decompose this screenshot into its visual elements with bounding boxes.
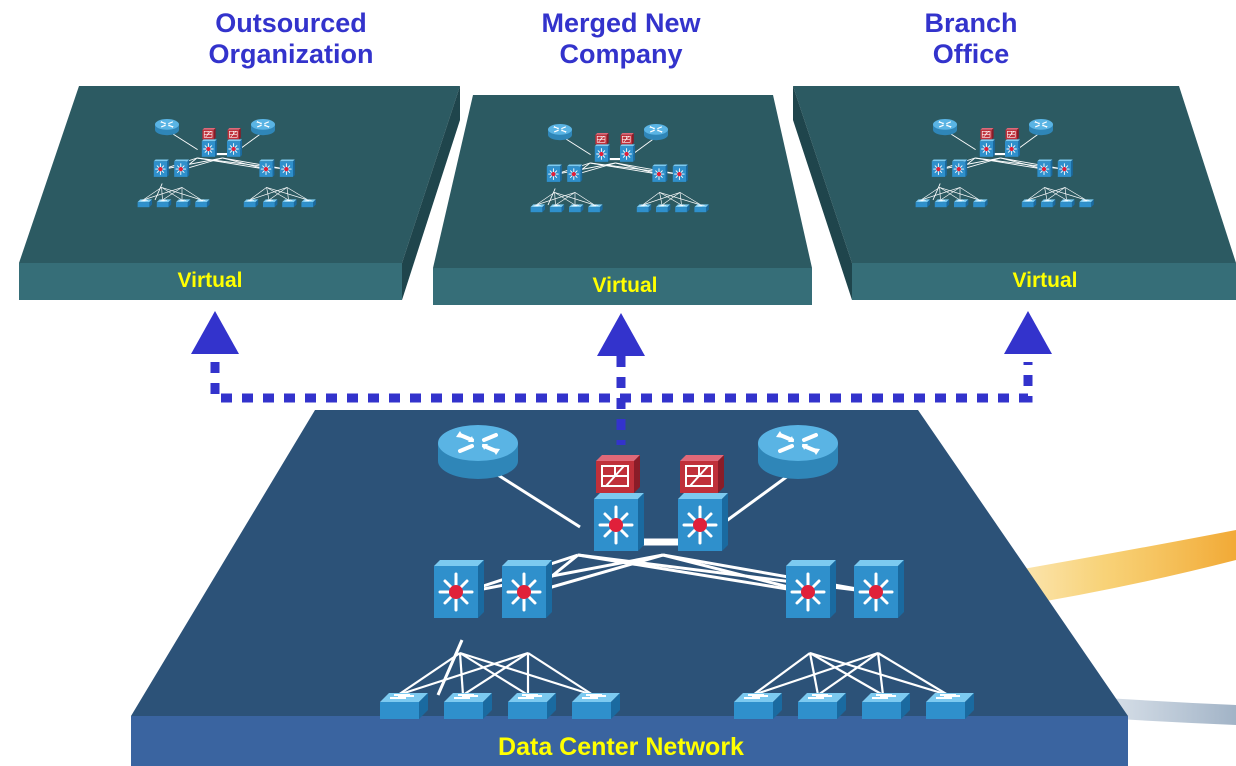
virtual-label: Virtual (178, 269, 243, 292)
up-arrow-icon (1004, 311, 1052, 354)
virtual-label: Virtual (593, 274, 658, 297)
connector-lines (210, 356, 1033, 445)
data-center-label: Data Center Network (498, 733, 744, 761)
virtual-platform-outsourced: Virtual (19, 86, 460, 300)
title-merged: Merged New Company (491, 8, 751, 70)
title-line: Company (559, 39, 683, 69)
title-line: Merged New (541, 8, 701, 38)
up-arrow-icon (597, 313, 645, 356)
virtual-platform-merged: Virtual (433, 95, 812, 305)
virtual-label: Virtual (1013, 269, 1078, 292)
up-arrows (191, 311, 1052, 356)
title-line: Outsourced (215, 8, 367, 38)
title-line: Branch (924, 8, 1018, 38)
title-outsourced: Outsourced Organization (161, 8, 421, 70)
up-arrow-icon (191, 311, 239, 354)
title-line: Office (932, 39, 1010, 69)
data-center-platform: Data Center Network (131, 410, 1128, 766)
title-branch: Branch Office (841, 8, 1101, 70)
virtual-platform-branch: Virtual (793, 86, 1236, 300)
title-line: Organization (208, 39, 374, 69)
